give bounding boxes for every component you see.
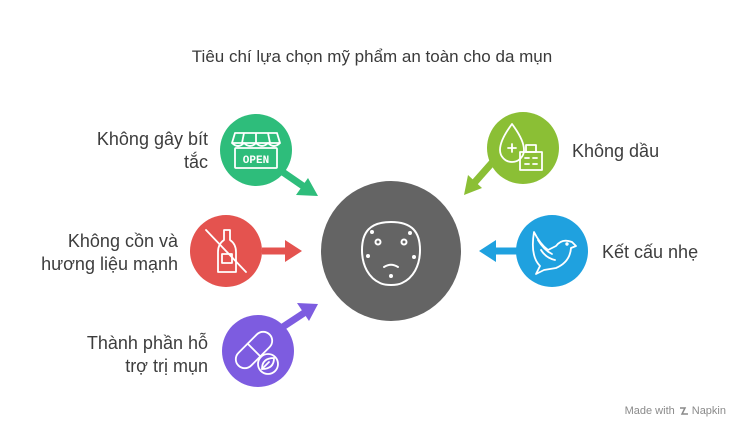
node-oil-free bbox=[487, 112, 559, 184]
pill-leaf-icon bbox=[234, 330, 279, 375]
node-no-alcohol bbox=[190, 215, 262, 287]
arrow-no-alcohol bbox=[262, 240, 302, 262]
center-circle bbox=[321, 181, 461, 321]
label-acne-support: Thành phần hỗ trợ trị mụn bbox=[86, 333, 208, 376]
open-sign-icon: OPEN bbox=[231, 132, 281, 169]
arrow-light-texture bbox=[479, 240, 521, 262]
node-light-texture bbox=[516, 215, 588, 287]
watermark-prefix: Made with bbox=[624, 405, 675, 417]
watermark[interactable]: Made with Napkin bbox=[625, 405, 726, 417]
svg-text:OPEN: OPEN bbox=[243, 155, 269, 167]
node-no-clog: OPEN bbox=[220, 114, 292, 186]
face-mask-icon bbox=[361, 221, 421, 286]
label-no-alcohol: Không cồn và hương liệu mạnh bbox=[41, 231, 178, 274]
node-acne-support bbox=[222, 315, 294, 387]
label-no-clog: Không gây bít tắc bbox=[96, 129, 208, 172]
bird-icon bbox=[531, 231, 577, 275]
watermark-brand: Napkin bbox=[679, 405, 726, 417]
label-light-texture: Kết cấu nhẹ bbox=[602, 242, 699, 262]
label-oil-free: Không dầu bbox=[572, 141, 660, 161]
center-node bbox=[321, 181, 461, 321]
napkin-logo-icon bbox=[679, 407, 688, 415]
oil-drop-medical-icon bbox=[499, 123, 543, 171]
diagram-title: Tiêu chí lựa chọn mỹ phẩm an toàn cho da… bbox=[191, 47, 553, 66]
no-alcohol-bottle-icon bbox=[205, 229, 247, 273]
